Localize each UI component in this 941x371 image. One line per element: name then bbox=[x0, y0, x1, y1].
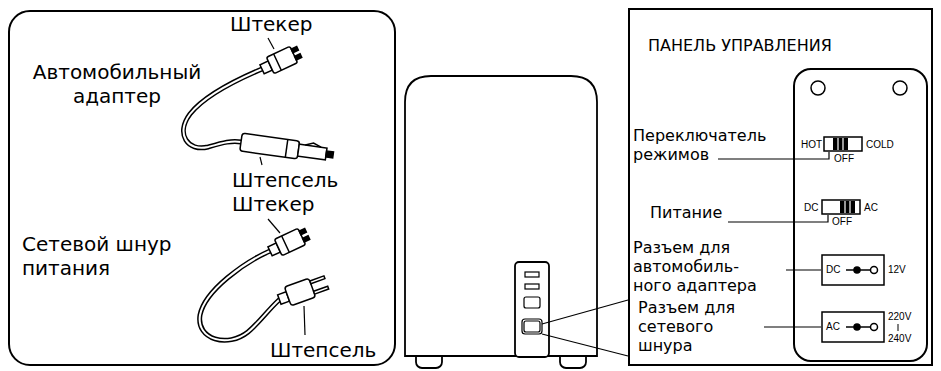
plug-tip bbox=[298, 144, 327, 160]
connector-rib bbox=[274, 54, 282, 70]
control-label: Питание bbox=[650, 203, 722, 222]
plug-prong bbox=[314, 286, 329, 294]
appliance-connector bbox=[266, 226, 311, 260]
cable bbox=[200, 251, 279, 340]
socket-pin bbox=[871, 324, 878, 331]
plug-body bbox=[240, 133, 300, 159]
switch-position: AC bbox=[864, 202, 878, 214]
switch-ridge bbox=[842, 138, 843, 150]
switch-position: OFF bbox=[832, 216, 852, 228]
zoom-line bbox=[542, 334, 628, 356]
control-label: Разъем для автомобиль- ного адаптера bbox=[633, 238, 781, 295]
power-cord bbox=[200, 251, 279, 340]
socket-label: DC bbox=[826, 264, 840, 276]
panel-switch bbox=[525, 272, 539, 277]
panel-socket bbox=[524, 297, 540, 308]
part-label: Сетевой шнур питания bbox=[22, 232, 212, 280]
connector-slot bbox=[295, 54, 302, 60]
switch-ridge bbox=[844, 201, 845, 213]
control-panel-frame: ПАНЕЛЬ УПРАВЛЕНИЯ Переключатель режимовПи… bbox=[628, 8, 933, 366]
screw-hole bbox=[893, 81, 907, 95]
voltage-label: 12V bbox=[888, 264, 906, 276]
switch-thumb bbox=[833, 138, 848, 150]
socket-pin bbox=[871, 267, 878, 274]
cooler bbox=[405, 76, 597, 368]
cooler-body bbox=[405, 76, 597, 356]
connector-body bbox=[266, 46, 297, 73]
part-label: Штепсель bbox=[270, 338, 376, 362]
power-switch bbox=[822, 200, 860, 214]
connector-rib bbox=[282, 236, 290, 252]
connector-slot bbox=[303, 236, 310, 242]
voltage-label: 240V bbox=[888, 333, 911, 345]
control-label: Переключатель режимов bbox=[633, 126, 783, 164]
leader-line bbox=[268, 219, 280, 233]
panel-title: ПАНЕЛЬ УПРАВЛЕНИЯ bbox=[648, 36, 832, 55]
panel-socket bbox=[524, 321, 540, 332]
accessory-frame: ШтекерАвтомобильный адаптерШтепсельШтеке… bbox=[8, 10, 396, 366]
zoom-line bbox=[542, 300, 628, 324]
panel-controls bbox=[811, 81, 907, 342]
switch-position: DC bbox=[804, 202, 818, 214]
leader-line bbox=[728, 215, 828, 222]
plug-contact bbox=[326, 151, 334, 158]
cable-core bbox=[200, 251, 279, 340]
connector-slot bbox=[299, 229, 306, 235]
part-label: Штепсель bbox=[232, 168, 338, 192]
plug-spring bbox=[305, 142, 321, 147]
panel-plate: HOT COLD OFF DC AC OFF DC 12V AC 220V 240V bbox=[793, 68, 928, 362]
switch-ridge bbox=[837, 138, 838, 150]
part-label: Штекер bbox=[230, 12, 312, 36]
leader-line bbox=[268, 38, 274, 49]
ac-socket bbox=[822, 312, 884, 342]
lighter-plug bbox=[240, 133, 335, 164]
panel-socket-highlight bbox=[522, 319, 542, 334]
voltage-tick bbox=[898, 324, 899, 331]
switch-position: COLD bbox=[866, 139, 894, 151]
socket-label: AC bbox=[826, 321, 840, 333]
switch-position: OFF bbox=[834, 153, 854, 165]
cooler-panel bbox=[515, 262, 549, 357]
part-label: Автомобильный адаптер bbox=[22, 60, 212, 108]
leader-line bbox=[786, 269, 821, 270]
socket-pin bbox=[854, 267, 860, 273]
switch-ridge bbox=[849, 201, 850, 213]
part-label: Штекер bbox=[232, 192, 314, 216]
plug-rib bbox=[285, 139, 288, 157]
connector-slot bbox=[291, 47, 298, 53]
screw-hole bbox=[811, 81, 825, 95]
mode-switch bbox=[824, 137, 862, 151]
socket-pin bbox=[854, 324, 860, 330]
voltage-label: 220V bbox=[888, 311, 911, 323]
leader-line bbox=[304, 306, 305, 335]
control-label: Разъем для сетевого шнура bbox=[638, 298, 758, 355]
dc-socket bbox=[822, 255, 884, 285]
switch-position: HOT bbox=[801, 139, 822, 151]
leader-line bbox=[718, 152, 829, 159]
panel-switch bbox=[525, 284, 539, 289]
leader-line bbox=[260, 157, 262, 165]
mains-plug bbox=[276, 273, 330, 309]
plug-prong bbox=[310, 276, 325, 284]
switch-thumb bbox=[840, 201, 855, 213]
appliance-connector bbox=[258, 44, 303, 78]
